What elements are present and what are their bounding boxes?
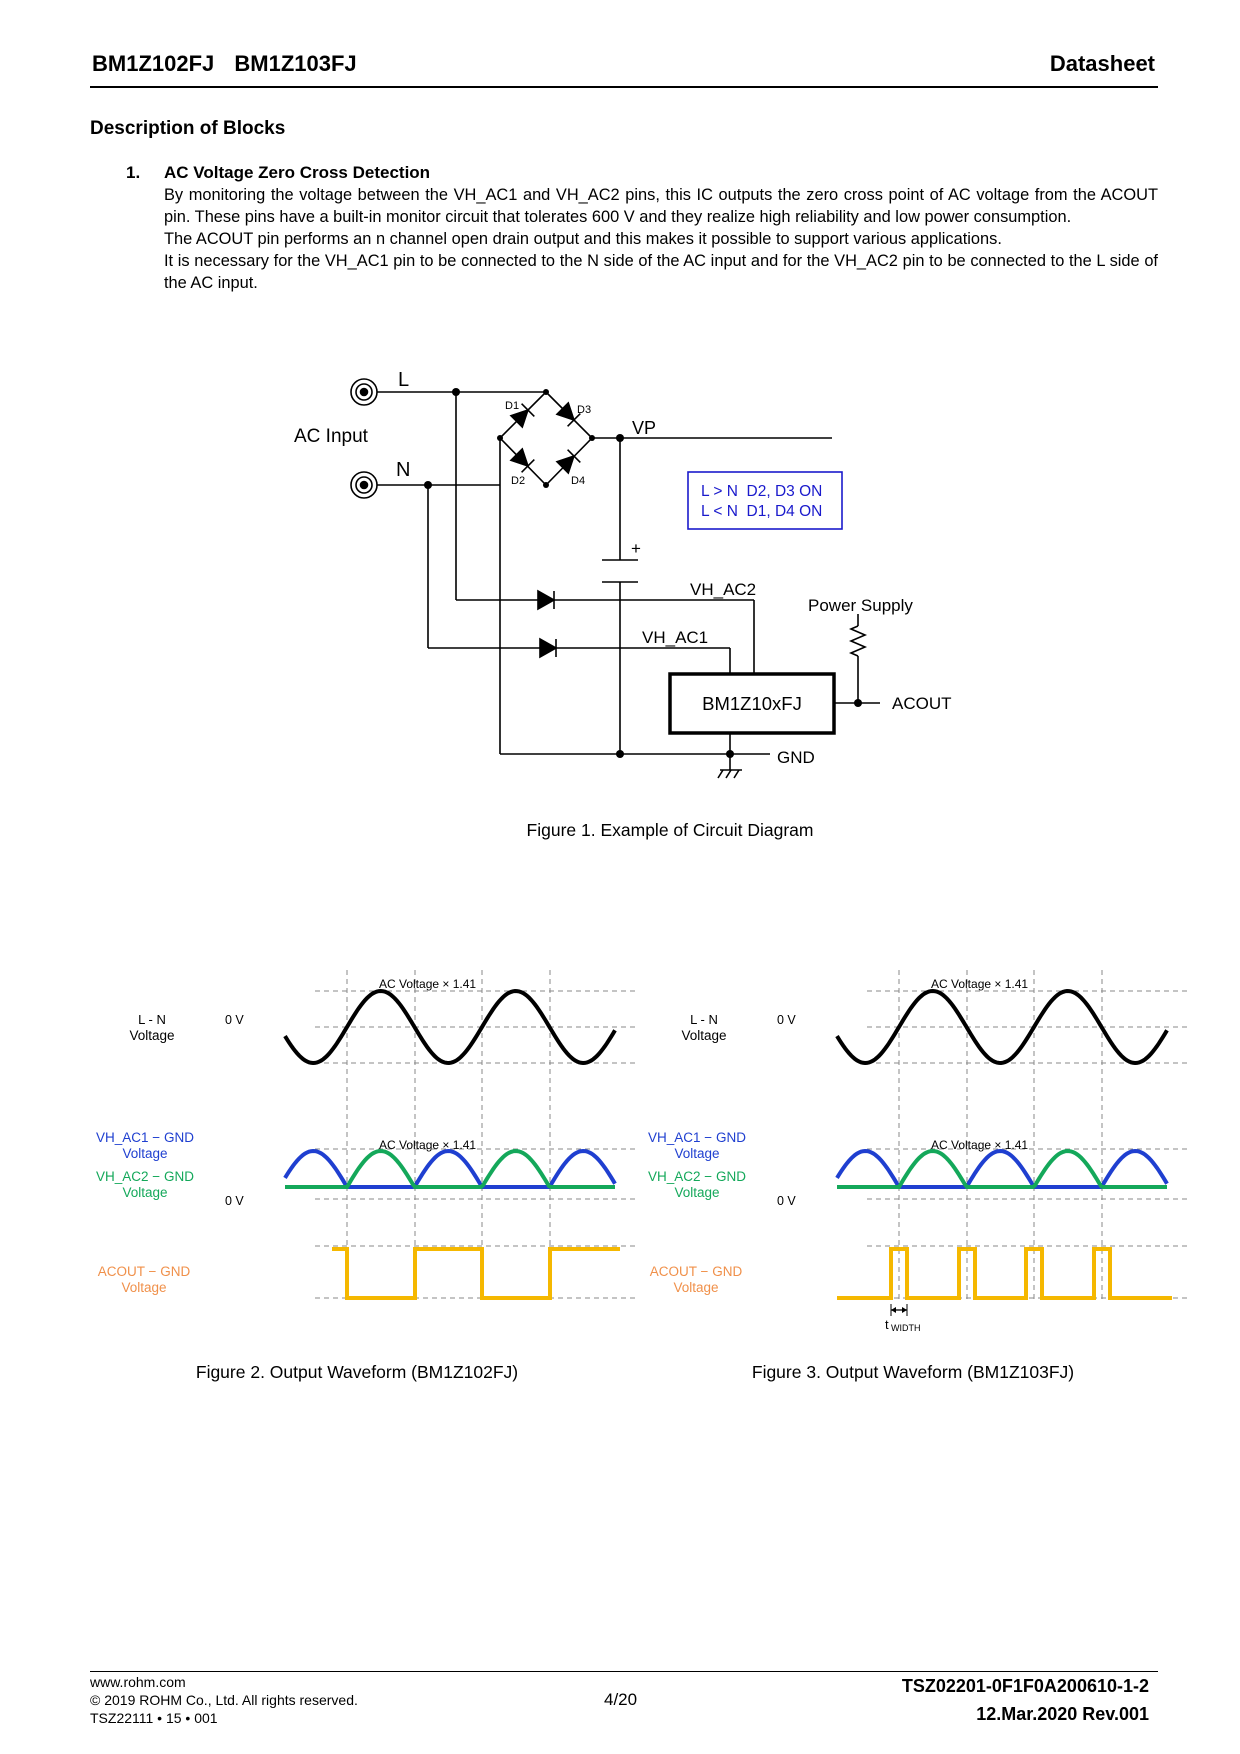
- section-title: Description of Blocks: [90, 118, 286, 139]
- diode-vhac2: [537, 589, 556, 611]
- label-vh-ac1: VH_AC1: [642, 628, 708, 647]
- header-part-numbers: BM1Z102FJ BM1Z103FJ: [92, 51, 357, 76]
- diode-conduction-note: [687, 471, 843, 530]
- description-body: By monitoring the voltage between the VH…: [164, 184, 1158, 294]
- ln-label-voltage: Voltage: [129, 1028, 174, 1043]
- vhac1-label-voltage: Voltage: [674, 1146, 719, 1161]
- header-rule: [90, 86, 1158, 88]
- peak-label: AC Voltage × 1.41: [931, 977, 1028, 991]
- item-number: 1.: [126, 163, 141, 182]
- paragraph-2: The ACOUT pin performs an n channel open…: [164, 230, 1002, 248]
- paragraph-3: It is necessary for the VH_AC1 pin to be…: [164, 252, 1158, 292]
- figure-2-caption: Figure 2. Output Waveform (BM1Z102FJ): [195, 1362, 519, 1382]
- note-line-2: L < N D1, D4 ON: [701, 503, 822, 520]
- label-d2: D2: [511, 475, 525, 487]
- label-power-supply: Power Supply: [808, 596, 913, 615]
- vhac2-label-voltage: Voltage: [122, 1185, 167, 1200]
- paragraph-1: By monitoring the voltage between the VH…: [164, 186, 1158, 226]
- footer-copyright: © 2019 ROHM Co., Ltd. All rights reserve…: [90, 1692, 358, 1708]
- figure-3-caption: Figure 3. Output Waveform (BM1Z103FJ): [751, 1362, 1075, 1382]
- item-title: AC Voltage Zero Cross Detection: [164, 163, 431, 182]
- label-d1: D1: [505, 400, 519, 412]
- twidth-sub-label: WIDTH: [891, 1323, 921, 1333]
- footer-page-number: 4/20: [604, 1690, 638, 1709]
- label-acout: ACOUT: [892, 694, 952, 713]
- label-n: N: [396, 459, 410, 481]
- ln-label: L - N: [690, 1012, 718, 1027]
- footer-code: TSZ22111 • 15 • 001: [90, 1710, 218, 1726]
- label-gnd: GND: [777, 748, 815, 767]
- vhac2-voltage-wave: [285, 1148, 615, 1189]
- peak-label-rect: AC Voltage × 1.41: [379, 1138, 476, 1152]
- vhac2-voltage-wave: [837, 1148, 1167, 1189]
- acout-voltage-wave: [837, 1247, 1172, 1300]
- label-vp: VP: [632, 418, 656, 438]
- twidth-label: t: [885, 1317, 889, 1332]
- acout-label-voltage: Voltage: [121, 1280, 166, 1295]
- ln-label-voltage: Voltage: [681, 1028, 726, 1043]
- peak-label-rect: AC Voltage × 1.41: [931, 1138, 1028, 1152]
- peak-label: AC Voltage × 1.41: [379, 977, 476, 991]
- vhac1-label: VH_AC1 − GND: [96, 1130, 194, 1145]
- acout-label: ACOUT − GND: [98, 1264, 191, 1279]
- acout-voltage-wave: [332, 1247, 620, 1300]
- label-plus: +: [631, 539, 641, 558]
- ln-voltage-wave: [835, 988, 1169, 1066]
- twidth-arrowhead: [891, 1307, 896, 1313]
- label-d4: D4: [571, 475, 585, 487]
- item-heading: 1. AC Voltage Zero Cross Detection: [126, 163, 430, 183]
- vhac1-label: VH_AC1 − GND: [648, 1130, 746, 1145]
- label-d3: D3: [577, 404, 591, 416]
- vhac1-voltage-wave: [835, 1148, 1169, 1189]
- ln-label: L - N: [138, 1012, 166, 1027]
- diode-d2: [509, 447, 535, 473]
- label-vh-ac2: VH_AC2: [690, 580, 756, 599]
- diode-d3: [555, 401, 581, 427]
- zero-v-label-rect: 0 V: [225, 1194, 244, 1208]
- vhac2-label: VH_AC2 − GND: [648, 1169, 746, 1184]
- footer-doc-number: TSZ02201-0F1F0A200610-1-2: [901, 1676, 1149, 1696]
- zero-v-label: 0 V: [777, 1013, 796, 1027]
- footer-date-rev: 12.Mar.2020 Rev.001: [976, 1704, 1149, 1724]
- vhac1-voltage-wave: [283, 1148, 617, 1189]
- footer-rule: [90, 1671, 1158, 1672]
- diode-d4: [555, 449, 581, 475]
- vhac1-label-voltage: Voltage: [122, 1146, 167, 1161]
- zero-v-label: 0 V: [225, 1013, 244, 1027]
- zero-v-label-rect: 0 V: [777, 1194, 796, 1208]
- footer-url: www.rohm.com: [90, 1674, 186, 1690]
- label-ac-input: AC Input: [294, 426, 369, 447]
- twidth-arrowhead: [902, 1307, 907, 1313]
- ic-block: [668, 672, 836, 735]
- figure-1-caption: Figure 1. Example of Circuit Diagram: [526, 820, 814, 840]
- circuit-diagram: L N AC Input D1 D3 D2 D4 VP + L > N D2, …: [294, 369, 952, 779]
- ic-name: BM1Z10xFJ: [702, 693, 802, 714]
- acout-label-voltage: Voltage: [673, 1280, 718, 1295]
- diode-vhac1: [539, 637, 558, 659]
- label-l: L: [398, 369, 409, 391]
- vhac2-label: VH_AC2 − GND: [96, 1169, 194, 1184]
- acout-label: ACOUT − GND: [650, 1264, 743, 1279]
- note-line-1: L > N D2, D3 ON: [701, 483, 822, 500]
- vhac2-label-voltage: Voltage: [674, 1185, 719, 1200]
- header-doc-type: Datasheet: [1049, 51, 1155, 76]
- diode-d1: [509, 403, 535, 429]
- ln-voltage-wave: [283, 988, 617, 1066]
